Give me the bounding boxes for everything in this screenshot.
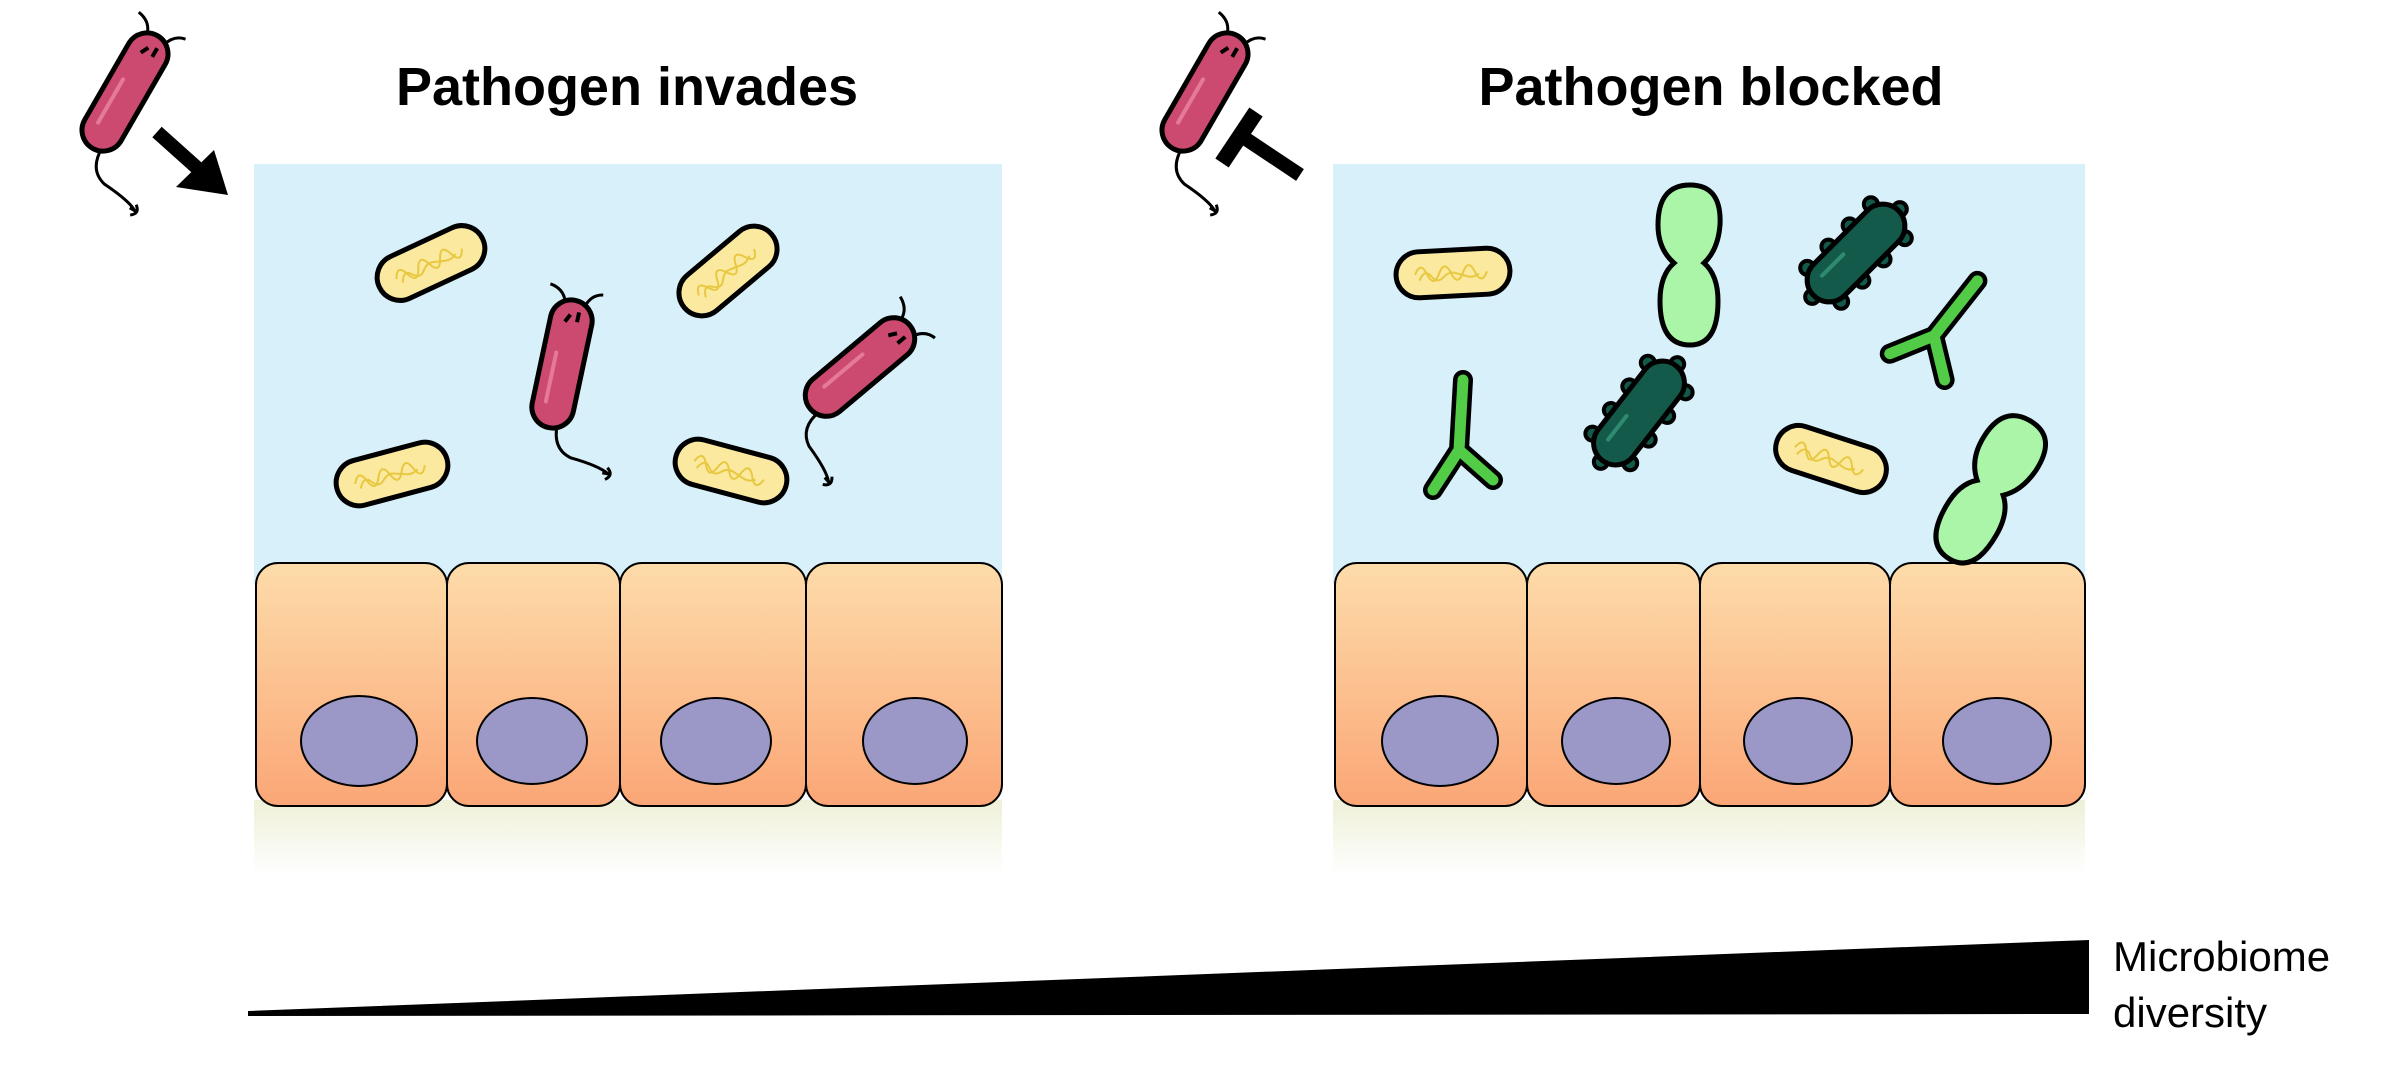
invasion-arrow-icon [152, 126, 228, 195]
panel-blocked [1333, 164, 2086, 875]
lumen [254, 164, 1002, 584]
commensal-bacterium [1395, 247, 1511, 299]
diversity-label-line1: Microbiome [2113, 933, 2330, 980]
inhibition-icon [1215, 107, 1304, 181]
pathogen-icon [1129, 12, 1304, 217]
basal-layer [1333, 800, 2085, 875]
basal-layer [254, 800, 1002, 875]
panel-title-invades: Pathogen invades [396, 57, 858, 117]
diversity-label-line2: diversity [2113, 989, 2267, 1036]
panel-invades [254, 164, 1003, 875]
epithelial-cells [255, 562, 1003, 807]
diversity-gradient-wedge [248, 939, 2089, 1017]
epithelial-cells [1334, 562, 2086, 807]
panel-title-blocked: Pathogen blocked [1478, 57, 1943, 117]
